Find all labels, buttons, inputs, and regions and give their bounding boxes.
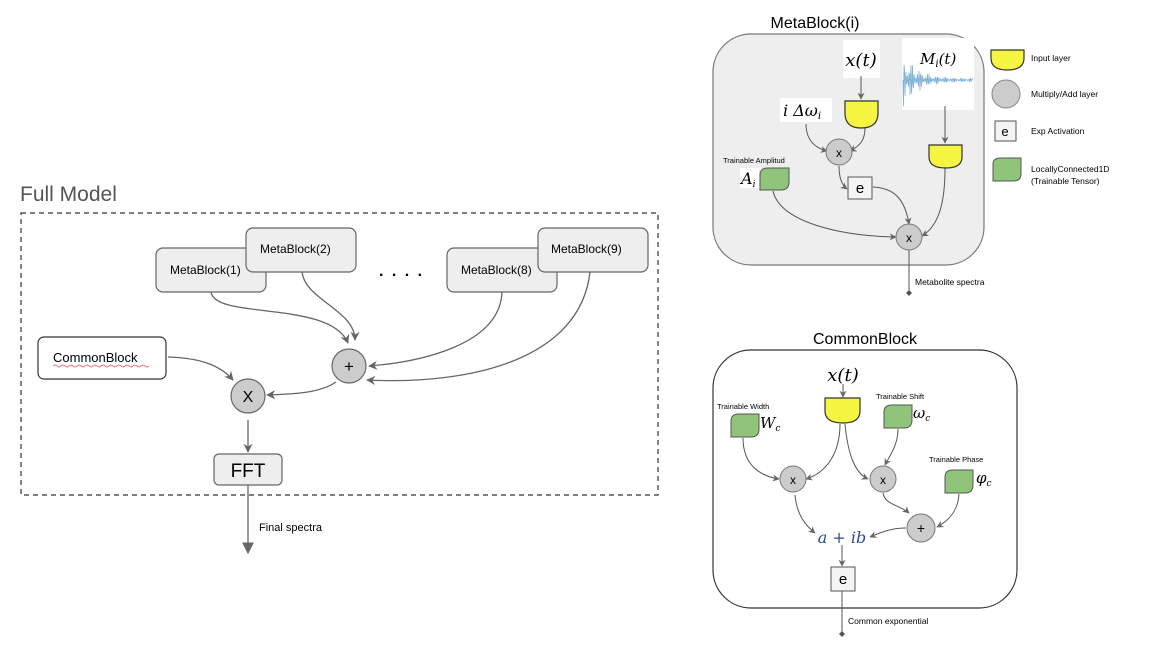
width-subscript: c bbox=[775, 424, 780, 434]
shift-symbol: ω bbox=[913, 404, 925, 422]
metablock-multiply-node-2 bbox=[895, 223, 923, 251]
metablock-detail-title: MetaBlock(i) bbox=[771, 15, 860, 32]
legend-tensor-label-2: (Trainable Tensor) bbox=[1031, 176, 1100, 186]
legend: Input layer Multiply/Add layer e Exp Act… bbox=[990, 49, 1109, 186]
phase-subscript: c bbox=[987, 479, 992, 489]
metabolite-spectra-label: Metabolite spectra bbox=[915, 277, 985, 287]
commonblock-edges bbox=[742, 384, 960, 637]
metablock-2[interactable]: MetaBlock(2) bbox=[245, 227, 357, 273]
final-spectra-label: Final spectra bbox=[259, 522, 323, 534]
legend-multiply-add-label: Multiply/Add layer bbox=[1031, 89, 1098, 99]
add-node: + bbox=[331, 348, 367, 384]
delta-omega-label: i Δωi bbox=[783, 101, 821, 122]
amplitude-symbol: A bbox=[739, 169, 753, 188]
metablock-input-m-label: Mi(t) bbox=[919, 50, 956, 70]
metablock-multiply-label-1: x bbox=[836, 146, 842, 160]
add-node-label: + bbox=[344, 357, 354, 376]
edge-common-to-mult bbox=[167, 356, 234, 381]
commonblock-exp-node bbox=[830, 566, 856, 592]
commonblock-multiply-node-2 bbox=[869, 465, 897, 493]
metablock-exp-node bbox=[847, 176, 873, 200]
input-layer-icon bbox=[990, 49, 1025, 71]
metablock-input-m-node bbox=[928, 144, 963, 169]
shift-caption: Trainable Shift bbox=[876, 392, 925, 401]
full-model-title: Full Model bbox=[20, 183, 117, 206]
width-label: Wc bbox=[760, 414, 780, 434]
shift-subscript: c bbox=[925, 414, 930, 424]
fft-node[interactable]: FFT bbox=[213, 453, 283, 486]
edge-mb8-to-add bbox=[368, 291, 503, 370]
edge-mb2-to-add bbox=[301, 271, 360, 341]
m-symbol: M bbox=[919, 50, 936, 68]
exp-activation-icon bbox=[994, 120, 1017, 142]
commonblock-exp-label: e bbox=[839, 571, 847, 588]
amplitude-tensor-node bbox=[759, 167, 790, 191]
metabolite-signal-image bbox=[902, 38, 974, 110]
metablock-exp-label: e bbox=[856, 180, 864, 197]
multiply-node: X bbox=[230, 378, 266, 414]
legend-input-layer-label: Input layer bbox=[1031, 53, 1071, 63]
multiply-node-label: X bbox=[243, 389, 254, 406]
commonblock-input-x-label: x(t) bbox=[827, 365, 858, 386]
commonblock-input-node bbox=[824, 397, 861, 424]
delta-omega-subscript: i bbox=[818, 111, 821, 122]
m-subscript: i bbox=[935, 59, 938, 70]
width-symbol: W bbox=[760, 414, 777, 432]
commonblock-multiply-node-1 bbox=[779, 465, 807, 493]
amplitude-label: Ai bbox=[739, 169, 756, 190]
shift-label: ωc bbox=[913, 404, 930, 424]
ellipsis-separator: . . . . bbox=[379, 263, 424, 280]
metablock-input-x-node bbox=[844, 100, 879, 129]
metablock-8-label: MetaBlock(8) bbox=[461, 263, 532, 277]
phase-symbol: φ bbox=[976, 469, 987, 487]
metablock-1[interactable]: MetaBlock(1) bbox=[155, 247, 267, 293]
commonblock-add-label: + bbox=[917, 520, 925, 536]
m-suffix: (t) bbox=[939, 50, 957, 68]
trainable-tensor-icon bbox=[992, 157, 1022, 182]
phase-label: φc bbox=[976, 469, 992, 489]
common-block-node-label: CommonBlock bbox=[53, 350, 138, 365]
edge-mb9-to-add bbox=[366, 271, 591, 385]
edge-mb1-to-add bbox=[210, 291, 350, 344]
full-model-edges bbox=[167, 271, 591, 555]
common-exponential-label: Common exponential bbox=[848, 616, 928, 626]
metablock-9[interactable]: MetaBlock(9) bbox=[537, 227, 649, 273]
commonblock-multiply-label-2: x bbox=[880, 473, 886, 487]
phase-caption: Trainable Phase bbox=[929, 455, 983, 464]
metablock-9-label: MetaBlock(9) bbox=[551, 242, 622, 256]
shift-tensor-node bbox=[883, 404, 913, 429]
metablock-8[interactable]: MetaBlock(8) bbox=[446, 247, 558, 293]
phase-tensor-node bbox=[944, 469, 974, 494]
metablock-2-label: MetaBlock(2) bbox=[260, 242, 331, 256]
full-model-boundary bbox=[20, 212, 659, 496]
metablock-1-label: MetaBlock(1) bbox=[170, 263, 241, 277]
x-t-label-bg bbox=[843, 40, 880, 78]
commonblock-detail-title: CommonBlock bbox=[813, 331, 918, 348]
exp-activation-glyph: e bbox=[1001, 124, 1008, 139]
delta-omega-symbol: i Δω bbox=[783, 101, 818, 120]
width-tensor-node bbox=[730, 413, 760, 438]
metablock-input-x-label: x(t) bbox=[845, 50, 876, 71]
metablock-multiply-label-2: x bbox=[906, 231, 912, 245]
commonblock-add-node bbox=[906, 513, 936, 543]
delta-omega-label-bg bbox=[780, 98, 832, 122]
metablock-edges bbox=[772, 76, 949, 296]
amplitude-caption: Trainable Amplitud bbox=[723, 156, 785, 165]
spellcheck-underline bbox=[52, 364, 150, 368]
fft-node-label: FFT bbox=[231, 461, 266, 482]
edge-add-to-mult bbox=[266, 381, 337, 400]
metablock-multiply-node-1 bbox=[825, 138, 853, 166]
legend-tensor-label: LocallyConnected1D bbox=[1031, 164, 1109, 174]
legend-exp-activation-label: Exp Activation bbox=[1031, 126, 1085, 136]
amplitude-label-bg bbox=[740, 168, 759, 188]
multiply-add-layer-icon bbox=[991, 79, 1021, 109]
common-block-node[interactable]: CommonBlock bbox=[37, 336, 167, 380]
commonblock-multiply-label-1: x bbox=[790, 473, 796, 487]
amplitude-subscript: i bbox=[753, 180, 756, 190]
width-caption: Trainable Width bbox=[717, 402, 769, 411]
complex-number-label: a + ib bbox=[818, 528, 866, 547]
